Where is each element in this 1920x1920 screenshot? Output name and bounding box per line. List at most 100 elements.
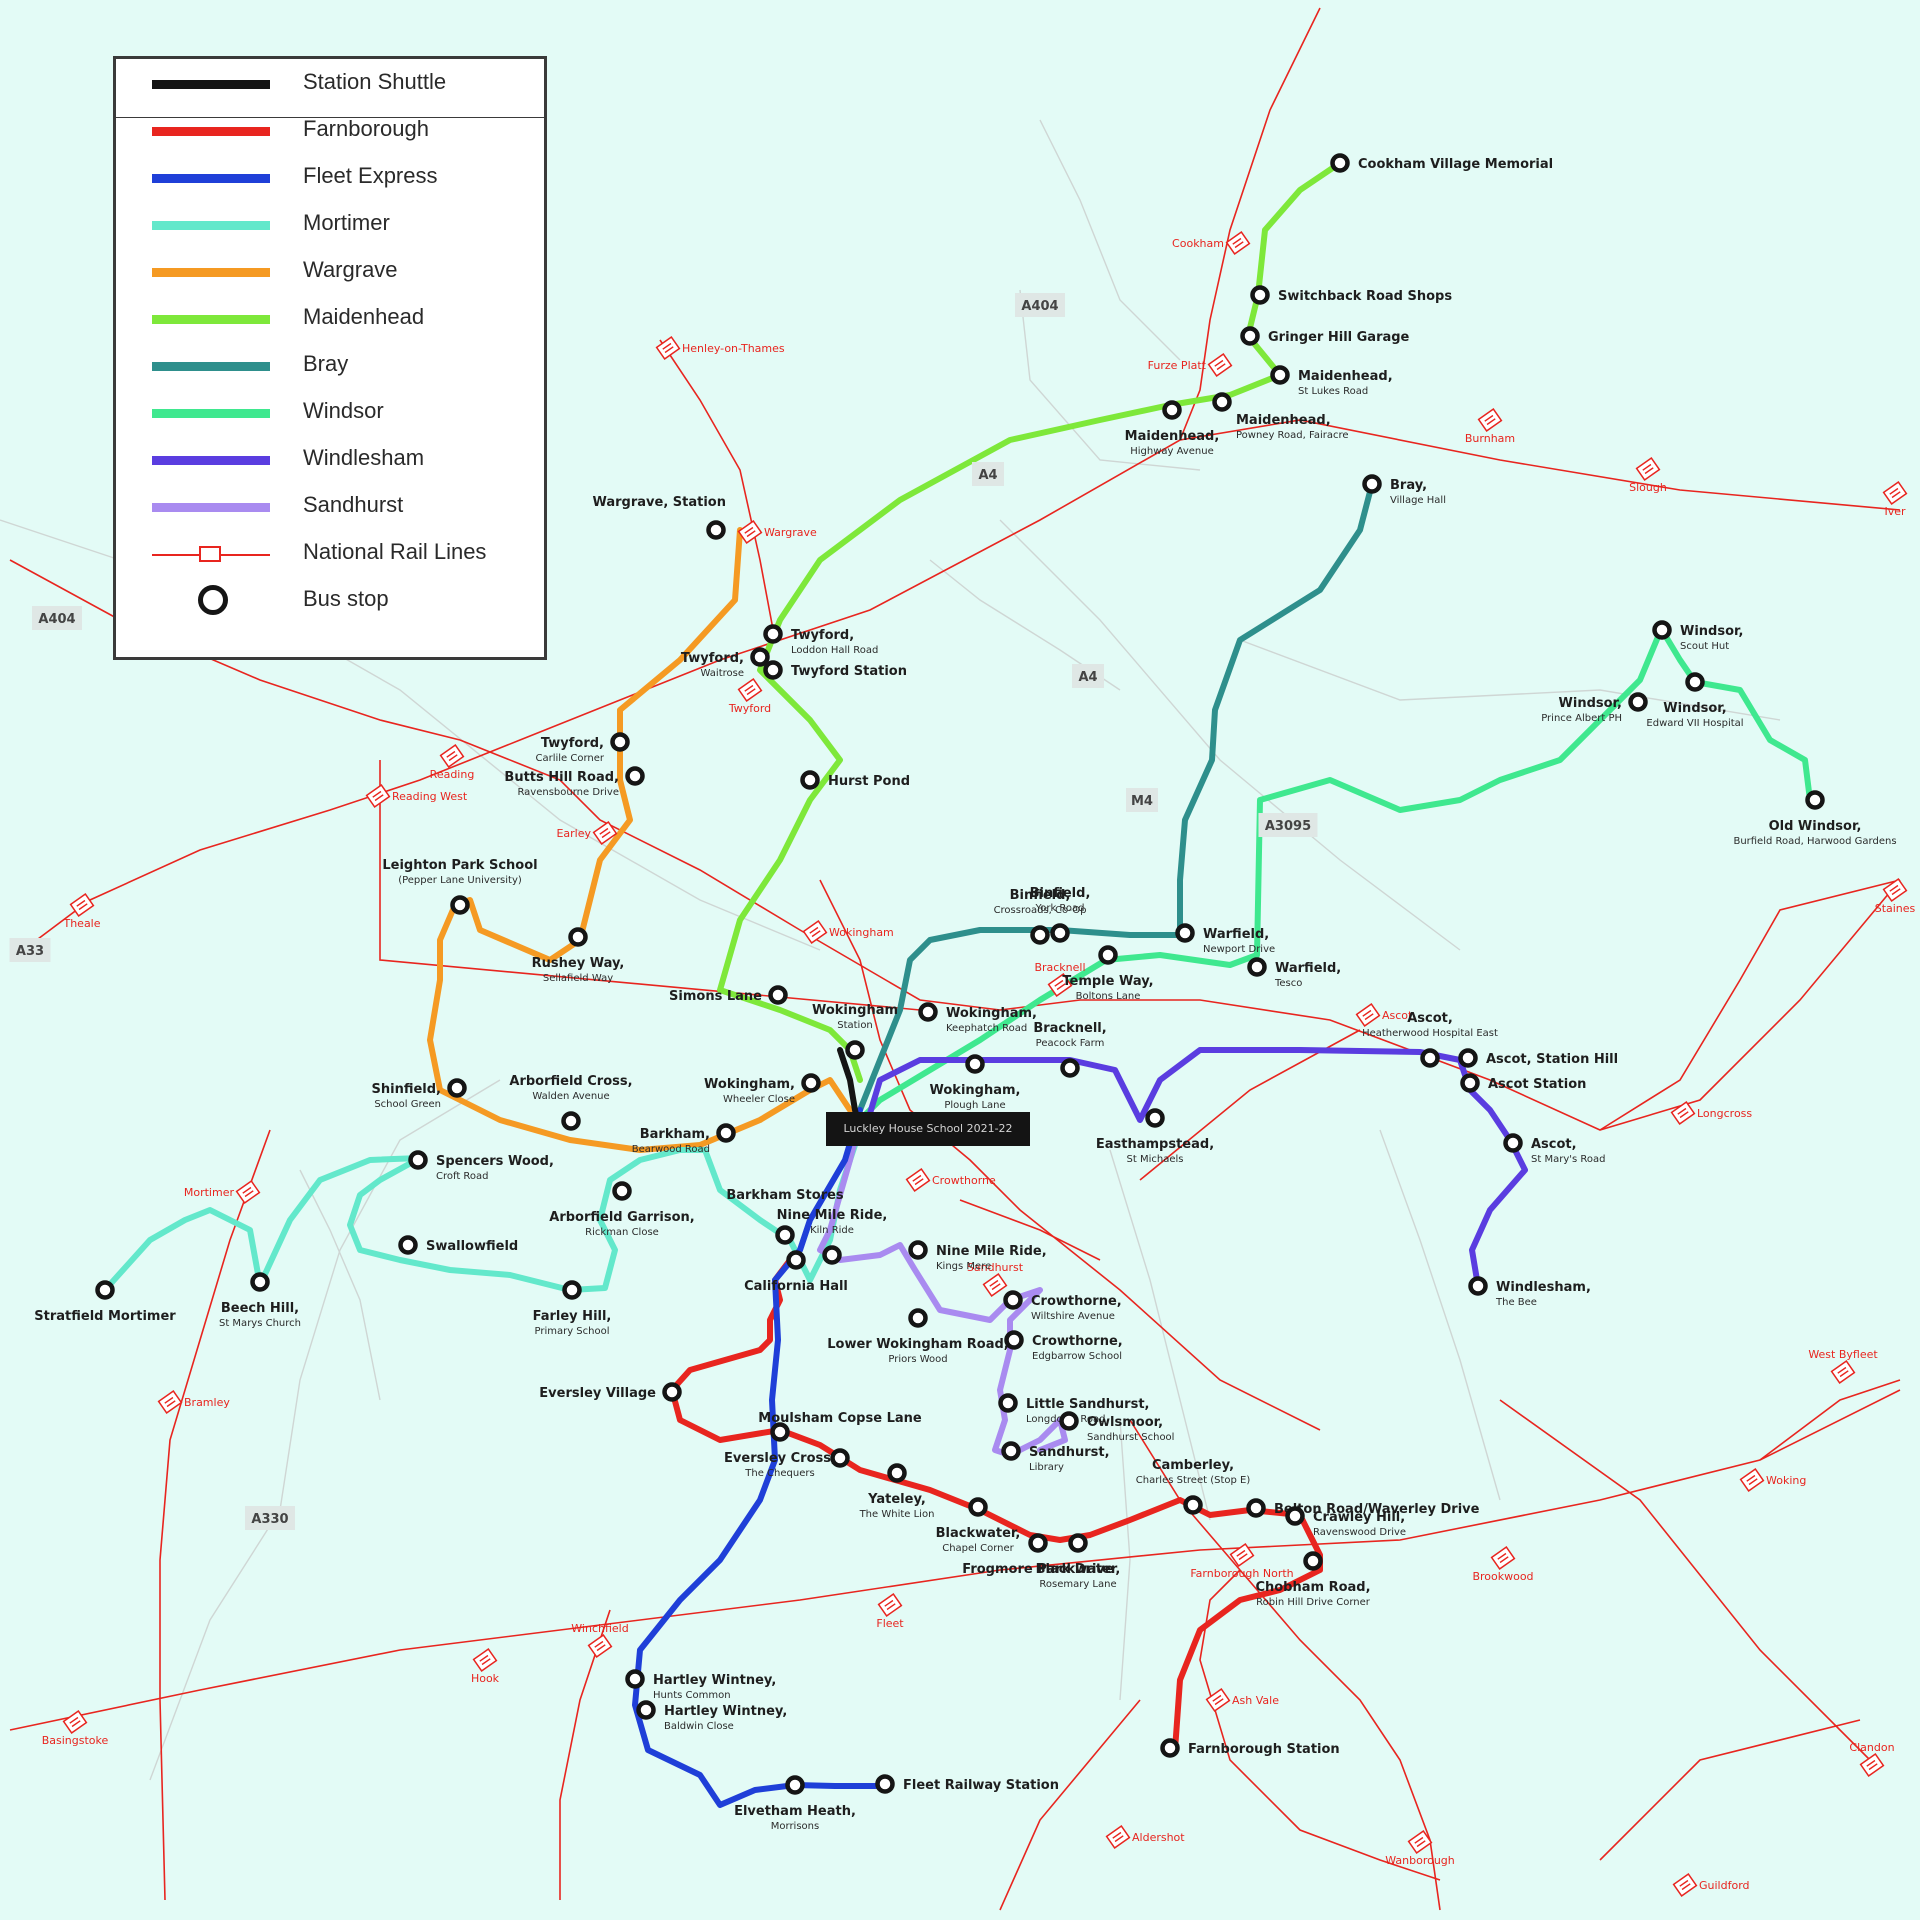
bus-stop[interactable]: Nine Mile Ride,Kiln Ride <box>777 1208 888 1265</box>
bus-stop[interactable]: Beech Hill,St Marys Church <box>219 1272 301 1330</box>
bus-stop[interactable]: Wargrave, Station <box>592 495 726 540</box>
bus-stop[interactable]: Warfield,Newport Drive <box>1175 923 1276 956</box>
rail-station[interactable]: Fleet <box>876 1593 904 1630</box>
bus-stop[interactable]: Maidenhead,Highway Avenue <box>1125 400 1220 458</box>
bus-stop[interactable]: Fleet Railway Station <box>875 1774 1060 1794</box>
bus-stop[interactable]: Elvetham Heath,Morrisons <box>734 1775 856 1833</box>
bus-stop[interactable]: Arborfield Garrison,Rickman Close <box>549 1181 695 1239</box>
bus-stop[interactable]: Crawley Hill,Ravenswood Drive <box>1285 1506 1407 1539</box>
rail-station[interactable]: Brookwood <box>1472 1546 1534 1583</box>
bus-stop[interactable]: Twyford,Carlile Corner <box>535 732 630 765</box>
bus-stop[interactable]: Blackwater,Chapel Corner <box>936 1497 1021 1555</box>
bus-stop[interactable]: Maidenhead,St Lukes Road <box>1270 365 1393 398</box>
bus-stop[interactable]: Butts Hill Road,Ravensbourne Drive <box>504 766 645 799</box>
rail-station[interactable]: Longcross <box>1670 1101 1753 1125</box>
rail-station[interactable]: Cookham <box>1172 231 1251 255</box>
bus-stop[interactable]: Moulsham Copse Lane <box>758 1411 922 1468</box>
rail-station[interactable]: Guildford <box>1672 1873 1750 1897</box>
bus-stop[interactable]: Swallowfield <box>398 1235 519 1255</box>
bus-stop[interactable]: Lower Wokingham Road,Priors Wood <box>827 1308 1009 1366</box>
rail-station[interactable]: Bramley <box>157 1390 231 1414</box>
rail-station[interactable]: Staines <box>1875 878 1916 915</box>
bus-stop[interactable]: Bracknell,Peacock Farm <box>1033 1021 1107 1078</box>
rail-station[interactable]: West Byfleet <box>1808 1348 1878 1384</box>
rail-station[interactable]: Crowthorne <box>905 1168 996 1192</box>
rail-station[interactable]: Woking <box>1739 1468 1807 1492</box>
bus-stop[interactable]: Shinfield,School Green <box>372 1078 467 1111</box>
bus-stop[interactable]: Maidenhead,Powney Road, Fairacre <box>1212 392 1349 442</box>
bus-stop[interactable]: Rushey Way,Sellafield Way <box>532 927 625 985</box>
bus-stop[interactable]: Windlesham,The Bee <box>1468 1276 1591 1309</box>
rail-station[interactable]: Ash Vale <box>1205 1688 1280 1712</box>
bus-stop[interactable]: Gringer Hill Garage <box>1240 326 1410 346</box>
bus-stop[interactable]: Barkham Stores <box>726 1188 844 1245</box>
bus-stop[interactable]: Binfield,Crossroads, Co-Op <box>994 888 1087 945</box>
bus-stop[interactable]: Cookham Village Memorial <box>1330 153 1554 173</box>
rail-station[interactable]: Burnham <box>1465 408 1515 445</box>
bus-stop[interactable]: Eversley Village <box>539 1382 682 1402</box>
rail-station[interactable]: Slough <box>1629 457 1667 494</box>
bus-stop[interactable]: Nine Mile Ride,Kings Mere <box>908 1240 1047 1273</box>
bus-stop[interactable]: Camberley,Charles Street (Stop E) <box>1136 1458 1251 1515</box>
rail-station[interactable]: Winchfield <box>571 1622 629 1658</box>
bus-stop[interactable]: Temple Way,Boltons Lane <box>1062 945 1154 1003</box>
rail-station[interactable]: Wokingham <box>802 920 894 944</box>
bus-stop[interactable]: Chobham Road,Robin Hill Drive Corner <box>1255 1551 1371 1609</box>
rail-station[interactable]: Earley <box>556 821 618 845</box>
school-label[interactable]: Luckley House School 2021-22 <box>826 1112 1030 1146</box>
bus-stop[interactable]: Hurst Pond <box>800 770 911 790</box>
bus-stop[interactable]: Crowthorne,Edgbarrow School <box>1004 1330 1123 1363</box>
bus-stop[interactable]: Wokingham,Wheeler Close <box>704 1073 821 1106</box>
bus-stop[interactable]: Ascot,Heatherwood Hospital East <box>1362 1011 1498 1068</box>
bus-stop[interactable]: Bray,Village Hall <box>1362 474 1446 507</box>
bus-stop[interactable]: Warfield,Tesco <box>1247 957 1342 990</box>
bus-stop[interactable]: Farnborough Station <box>1160 1738 1340 1758</box>
rail-station[interactable]: Furze Platt <box>1148 353 1233 377</box>
bus-stop[interactable]: Owlsmoor,Sandhurst School <box>1059 1411 1175 1444</box>
bus-stop[interactable]: Twyford,Loddon Hall Road <box>763 624 879 657</box>
rail-station[interactable]: Mortimer <box>184 1180 261 1204</box>
bus-stop[interactable]: Farley Hill,Primary School <box>533 1280 612 1338</box>
bus-stop[interactable]: Hartley Wintney,Hunts Common <box>625 1669 777 1702</box>
rail-station[interactable]: Sandhurst <box>967 1261 1024 1297</box>
bus-stop[interactable]: Yateley,The White Lion <box>859 1463 935 1521</box>
rail-station[interactable]: Iver <box>1882 481 1908 518</box>
bus-stop[interactable]: Barkham,Bearwood Road <box>632 1123 736 1156</box>
rail-station[interactable]: Ascot <box>1355 1003 1413 1027</box>
bus-stop[interactable]: Blackwater,Rosemary Lane <box>1036 1533 1121 1591</box>
bus-stop[interactable]: Wokingham,Keephatch Road <box>918 1002 1037 1035</box>
bus-stop[interactable]: Windsor,Scout Hut <box>1652 620 1744 653</box>
rail-station[interactable]: Farnborough North <box>1190 1543 1294 1580</box>
rail-station[interactable]: Hook <box>471 1648 500 1685</box>
bus-stop[interactable]: Old Windsor,Burfield Road, Harwood Garde… <box>1733 790 1897 848</box>
rail-station[interactable]: Henley-on-Thames <box>655 336 785 360</box>
bus-stop[interactable]: Twyford,Waitrose <box>681 647 770 680</box>
bus-stop[interactable]: California Hall <box>744 1250 848 1295</box>
bus-stop[interactable]: Switchback Road Shops <box>1250 285 1453 305</box>
bus-stop[interactable]: Sandhurst,Library <box>1001 1441 1110 1474</box>
bus-stop[interactable]: Spencers Wood,Croft Road <box>408 1150 554 1183</box>
bus-stop[interactable]: Frogmore Park Drive <box>962 1533 1114 1578</box>
rail-station[interactable]: Clandon <box>1849 1741 1895 1777</box>
rail-station[interactable]: Reading <box>430 744 475 781</box>
bus-stop[interactable]: Simons Lane <box>669 985 788 1005</box>
rail-station[interactable]: Twyford <box>728 678 771 715</box>
bus-stop[interactable]: Stratfield Mortimer <box>34 1280 176 1325</box>
bus-stop[interactable]: Arborfield Cross,Walden Avenue <box>509 1074 633 1131</box>
bus-stop[interactable]: Leighton Park School(Pepper Lane Univers… <box>382 858 538 915</box>
rail-station[interactable]: Basingstoke <box>42 1710 109 1747</box>
bus-stop[interactable]: Hartley Wintney,Baldwin Close <box>636 1700 788 1733</box>
rail-station[interactable]: Bracknell <box>1034 961 1086 997</box>
rail-station[interactable]: Wargrave <box>737 520 817 544</box>
bus-stop[interactable]: Eversley Cross,The Chequers <box>724 1422 836 1480</box>
bus-stop[interactable]: Ascot,St Mary's Road <box>1503 1133 1606 1166</box>
bus-stop[interactable]: Windsor,Prince Albert PH <box>1541 692 1648 725</box>
bus-stop[interactable]: Belton Road/Waverley Drive <box>1246 1498 1480 1518</box>
bus-stop[interactable]: Windsor,Edward VII Hospital <box>1646 672 1744 730</box>
bus-stop[interactable]: Binfield,York Road <box>1030 886 1091 943</box>
bus-stop[interactable]: Ascot Station <box>1460 1073 1587 1093</box>
rail-station[interactable]: Wanborough <box>1385 1830 1455 1867</box>
rail-station[interactable]: Reading West <box>365 784 468 808</box>
bus-stop[interactable]: Twyford Station <box>763 660 907 680</box>
